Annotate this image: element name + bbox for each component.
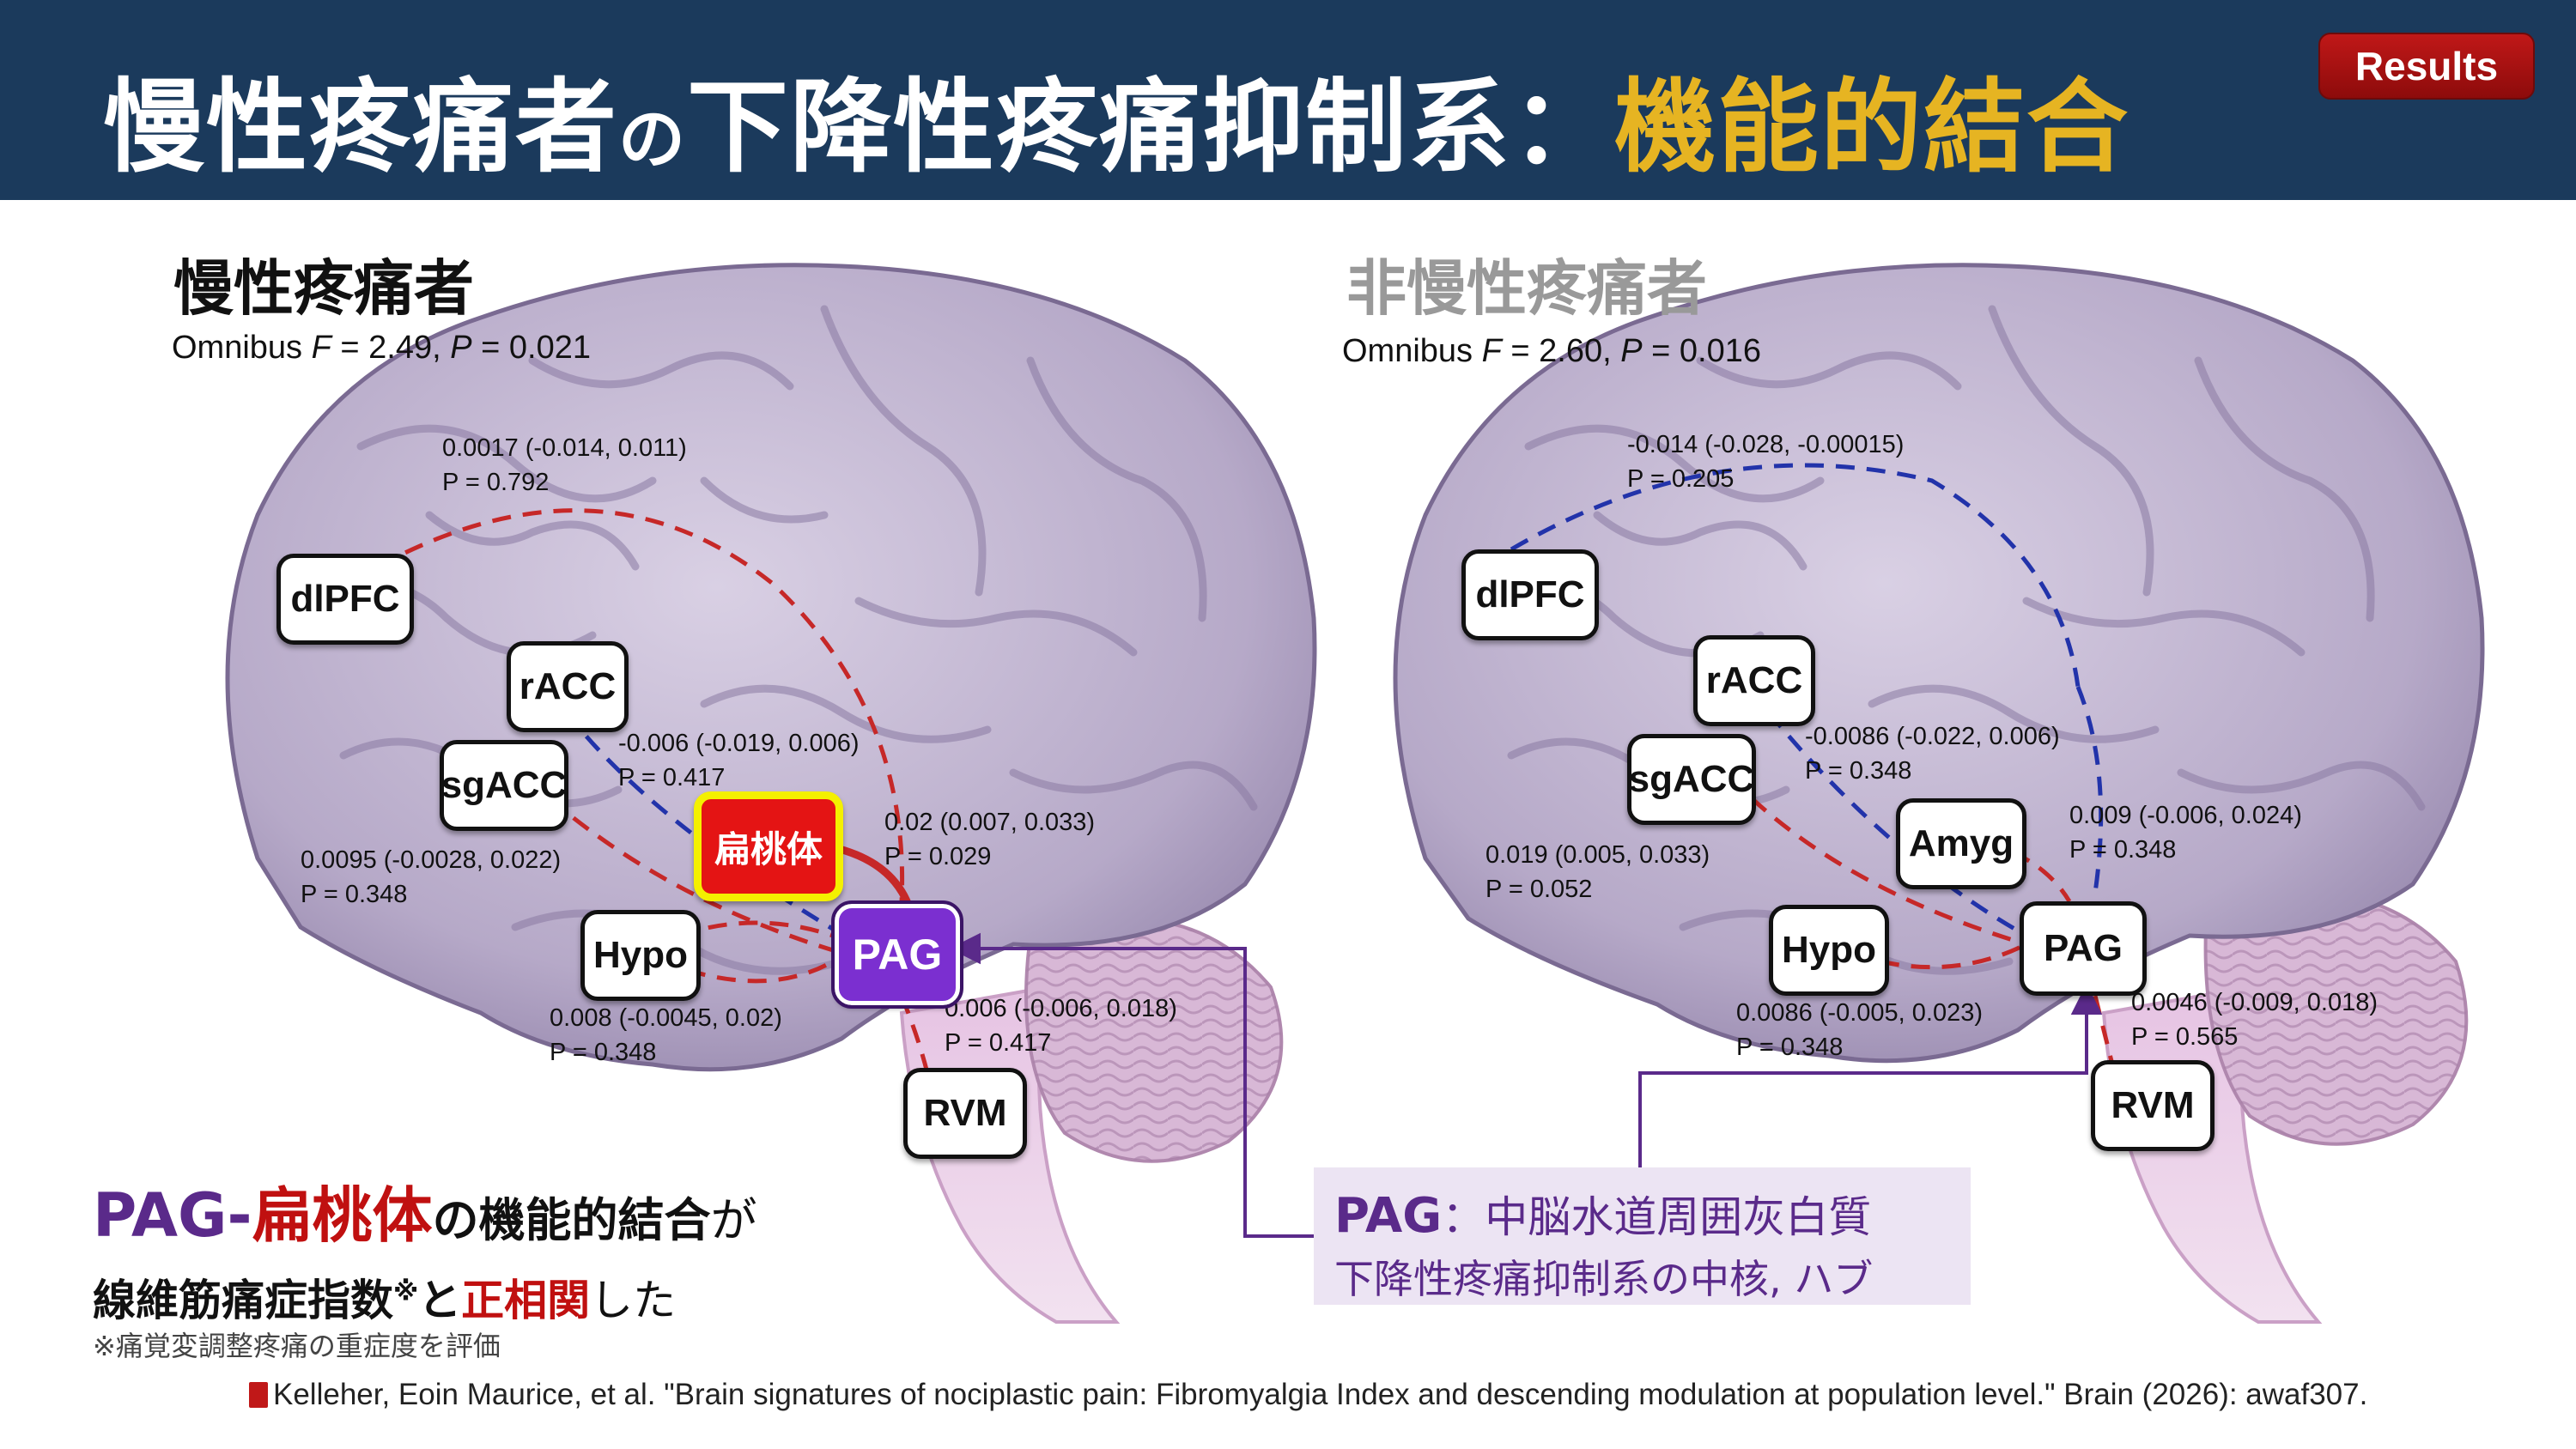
node-pag-right: PAG	[2020, 901, 2147, 996]
stat-sgacc-pag-right: 0.019 (0.005, 0.033)P = 0.052	[1485, 841, 1710, 903]
stat-amyg-pag-left: 0.02 (0.007, 0.033)P = 0.029	[884, 809, 1096, 870]
pag-definition-box: PAG：中脳水道周囲灰白質 下降性疼痛抑制系の中核, ハブ	[1314, 1167, 1971, 1305]
node-amyg-right: Amyg	[1896, 798, 2026, 889]
node-hypo-left: Hypo	[580, 910, 701, 1001]
results-badge: Results	[2318, 33, 2535, 100]
node-rvm-left: RVM	[903, 1068, 1027, 1159]
node-amygdala-left: 扁桃体	[694, 791, 843, 901]
stat-dlpfc-pag-left: 0.0017 (-0.014, 0.011)P = 0.792	[442, 434, 687, 496]
left-omnibus: Omnibus F = 2.49, P = 0.021	[172, 330, 591, 366]
right-panel-title: 非慢性疼痛者	[1346, 253, 1707, 324]
title-accent: 機能的結合	[1614, 68, 2130, 186]
node-sgacc-left: sgACC	[440, 740, 568, 831]
citation: Kelleher, Eoin Maurice, et al. "Brain si…	[249, 1378, 2367, 1412]
header-bar	[0, 0, 2576, 200]
left-panel-title: 慢性疼痛者	[173, 253, 474, 324]
edge-hypo-pag-right	[1880, 942, 2028, 970]
arrow-to-right-pag	[1638, 1004, 2088, 1167]
edge-dlpfc-pag-left	[376, 508, 905, 902]
left-connections	[376, 508, 930, 1074]
edge-hypo-pag-left-2	[677, 920, 834, 938]
stat-sgacc-pag-left: 0.0095 (-0.0028, 0.022)P = 0.348	[301, 846, 562, 908]
node-hypo-right: Hypo	[1769, 905, 1889, 996]
stat-pag-rvm-right: 0.0046 (-0.009, 0.018)P = 0.565	[2131, 989, 2378, 1051]
arrow-to-left-pag	[970, 947, 1314, 1238]
edge-pag-rvm-right	[2093, 995, 2115, 1065]
node-sgacc-right: sgACC	[1627, 734, 1756, 825]
stat-hypo-pag-left: 0.008 (-0.0045, 0.02)P = 0.348	[550, 1004, 782, 1066]
node-rvm-right: RVM	[2091, 1060, 2215, 1151]
stat-hypo-pag-right: 0.0086 (-0.005, 0.023)P = 0.348	[1736, 999, 1983, 1061]
pag-callout-arrows	[949, 932, 2103, 1238]
right-omnibus: Omnibus F = 2.60, P = 0.016	[1342, 333, 1761, 369]
slide-title: 慢性疼痛者の下降性疼痛抑制系：機能的結合	[103, 68, 2130, 186]
stat-pag-rvm-left: 0.006 (-0.006, 0.018)P = 0.417	[945, 995, 1177, 1057]
stat-dlpfc-pag-right: -0.014 (-0.028, -0.00015)P = 0.205	[1627, 431, 1905, 493]
edge-hypo-pag-left	[686, 959, 835, 984]
node-racc-left: rACC	[507, 641, 629, 732]
edge-sgacc-pag-left	[548, 797, 842, 955]
book-icon	[249, 1382, 268, 1408]
edge-racc-pag-right-2	[2075, 686, 2104, 894]
right-brain-illustration	[1393, 263, 2485, 1324]
node-dlpfc-right: dlPFC	[1461, 549, 1599, 640]
finding-footnote: ※痛覚変調整疼痛の重症度を評価	[93, 1330, 501, 1362]
node-racc-right: rACC	[1693, 635, 1815, 726]
edge-sgacc-pag-right	[1750, 797, 2027, 947]
stat-amyg-pag-right: 0.009 (-0.006, 0.024)P = 0.348	[2069, 802, 2302, 864]
stat-racc-pag-left: -0.006 (-0.019, 0.006)P = 0.417	[618, 730, 860, 791]
edge-dlpfc-pag-right	[1510, 463, 2081, 688]
edge-racc-pag-left	[565, 711, 860, 947]
node-pag-left: PAG	[831, 900, 963, 1009]
node-dlpfc-left: dlPFC	[276, 554, 414, 645]
key-finding: PAG-扁桃体の機能的結合が 線維筋痛症指数※と正相関した	[93, 1180, 757, 1325]
stat-racc-pag-right: -0.0086 (-0.022, 0.006)P = 0.348	[1805, 723, 2060, 785]
